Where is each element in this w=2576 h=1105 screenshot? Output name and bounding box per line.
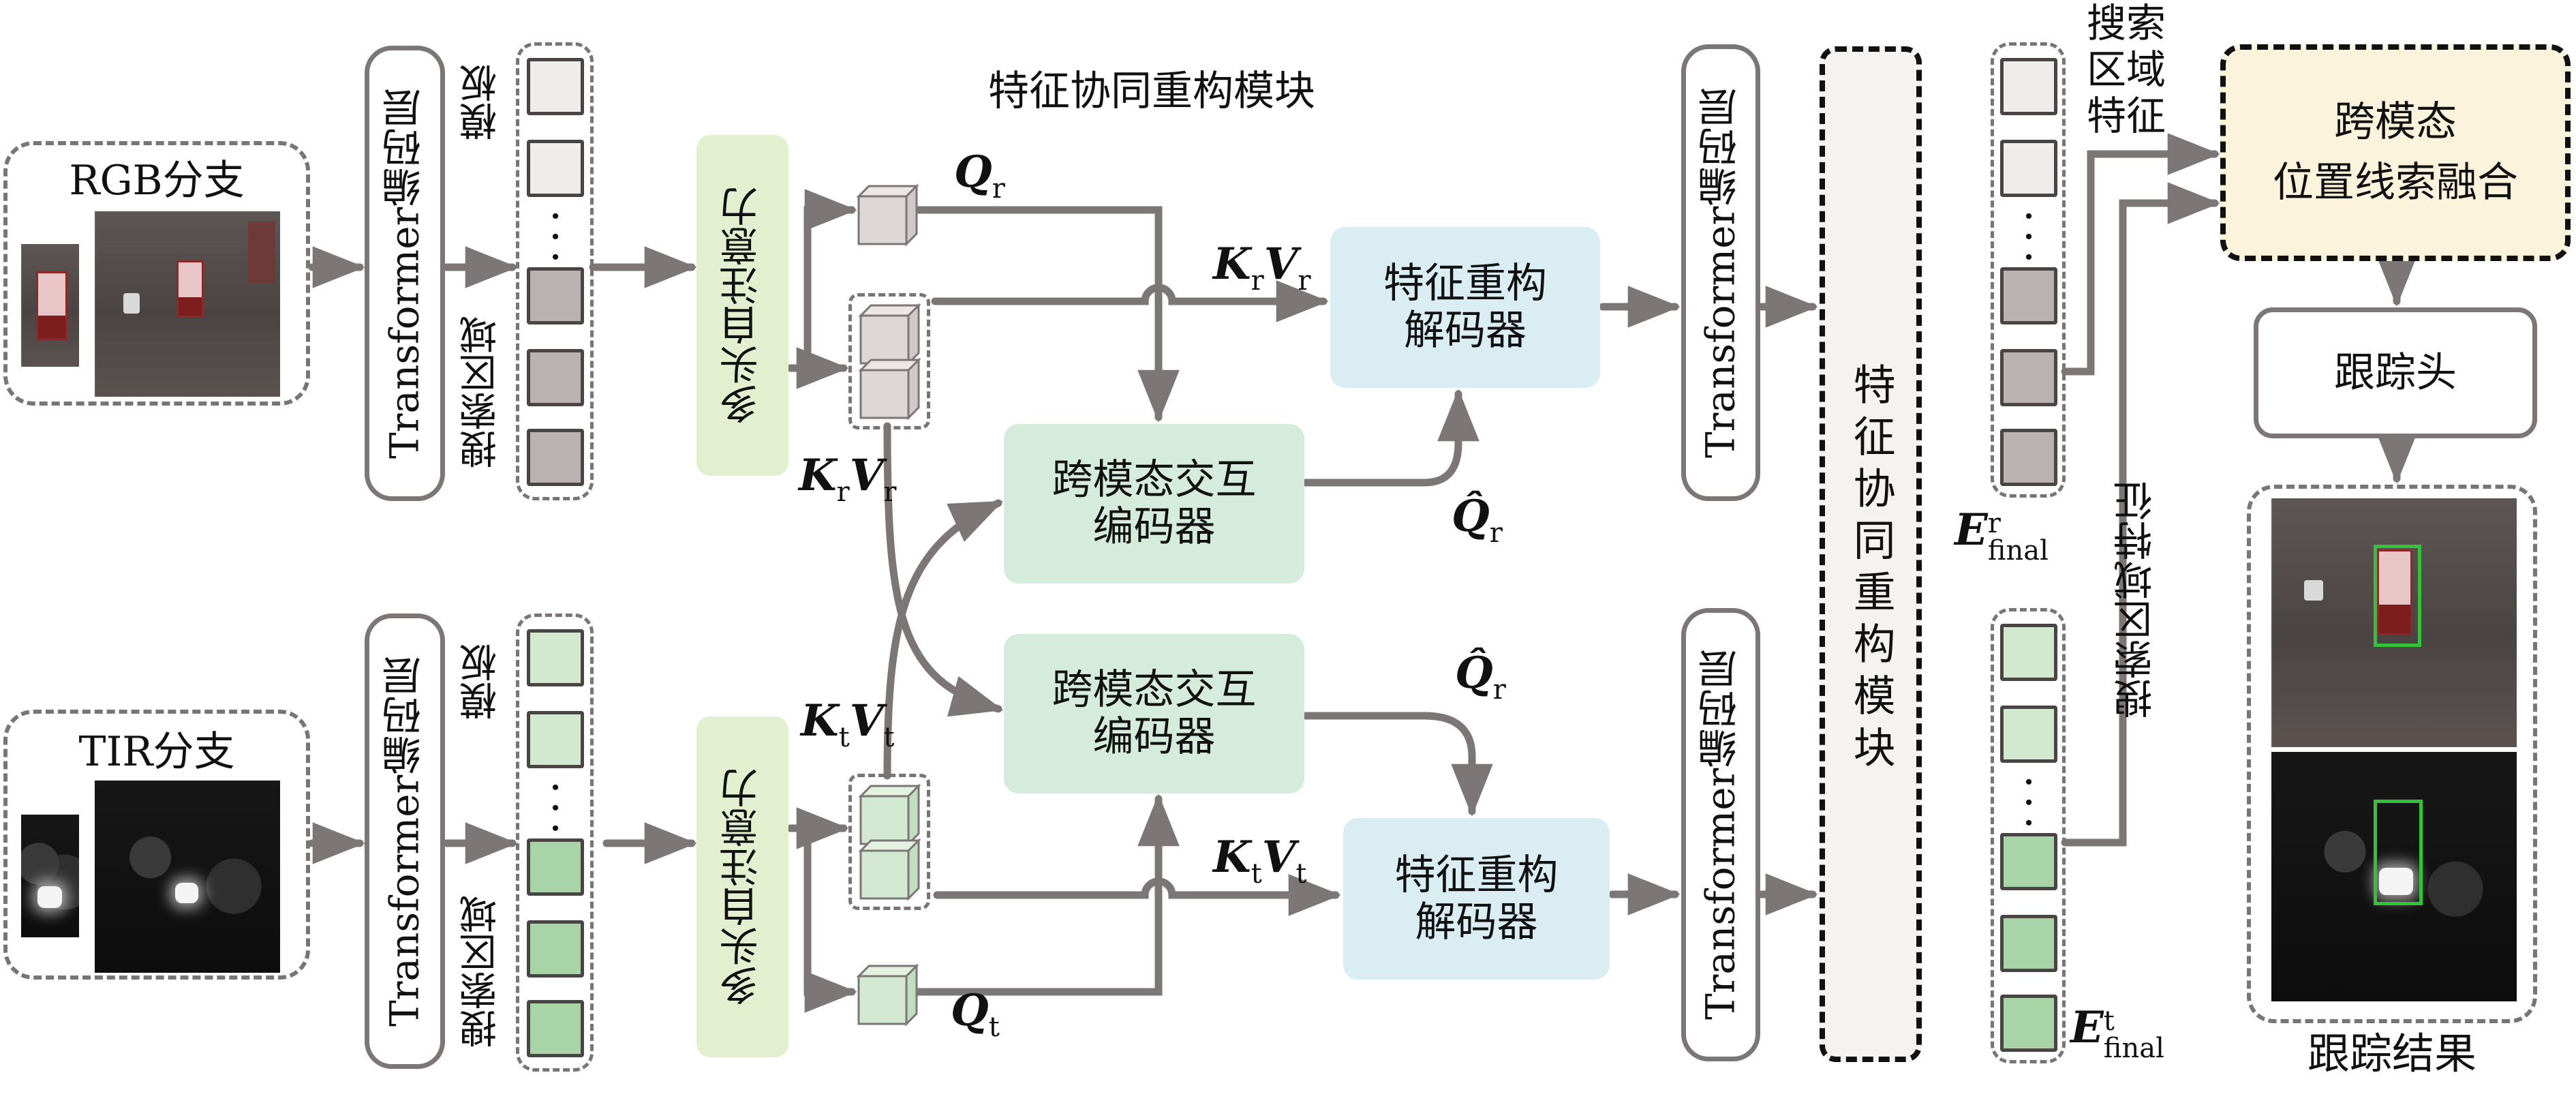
rgb-search-token — [527, 429, 584, 486]
tir-transformer-encoder-layer-2: Transformer编码层 — [1681, 608, 1760, 1061]
label-q-t: Qt — [951, 985, 1000, 1043]
rgb-final-token-column: ··· — [1991, 42, 2066, 498]
arrow-kvt-to-cross-encoder-top — [883, 499, 1003, 780]
arrow-kvt-to-decoder-bottom — [933, 874, 1341, 916]
label-qhat-r-bottom: Q̂r — [1455, 648, 1506, 706]
arrow-kvr-to-cross-encoder-bottom — [883, 422, 1004, 717]
rgb-template-tokens-label: 模板 — [459, 64, 504, 140]
tir-branch-label: TIR分支 — [78, 728, 235, 776]
search-feature-label-vertical: 搜索区域特征 — [2113, 481, 2160, 718]
tir-final-token — [2000, 833, 2057, 890]
ellipsis: ··· — [2023, 199, 2034, 275]
tir-template-image — [21, 815, 79, 937]
arrow-etfinal-to-fusion — [2061, 182, 2220, 847]
label-kv-r-left: KrVr — [799, 450, 897, 508]
rgb-search-tokens-label: 搜索区域 — [459, 316, 504, 468]
ellipsis: ··· — [550, 770, 561, 846]
rgb-final-token — [2000, 140, 2057, 197]
rgb-transformer-encoder-layer: Transformer编码层 — [365, 46, 445, 501]
kv-tir-group — [848, 774, 930, 910]
tracking-bbox-rgb — [2374, 545, 2421, 647]
tir-search-image — [95, 781, 280, 973]
tir-final-token — [2000, 995, 2057, 1052]
arrow-mhsa-to-qr — [786, 189, 857, 372]
rgb-branch-panel: RGB分支 — [3, 141, 310, 406]
tracking-result-tir-image — [2271, 752, 2517, 1001]
label-kv-r-top: KrVr — [1213, 239, 1311, 297]
tir-branch-panel: TIR分支 — [3, 710, 310, 980]
rgb-template-token — [527, 140, 584, 197]
arrow-erfinal-to-fusion — [2061, 133, 2220, 376]
tir-encoder-label: Transformer编码层 — [381, 656, 428, 1027]
tir-token-column: ··· — [516, 614, 594, 1072]
rgb-search-token — [527, 267, 584, 324]
cube-k-tir — [858, 783, 921, 847]
tir-final-token-column: ··· — [1991, 608, 2066, 1063]
rgb-search-image — [95, 211, 280, 397]
tir-search-token — [527, 920, 584, 978]
rgb-branch-label: RGB分支 — [69, 157, 245, 205]
tracking-result-label: 跟踪结果 — [2307, 1029, 2477, 1078]
kv-rgb-group — [848, 293, 930, 429]
rgb-search-token — [527, 349, 584, 406]
ellipsis: ··· — [550, 199, 561, 275]
rgb-final-token — [2000, 58, 2057, 115]
feature-reconstruction-decoder-bottom: 特征重构 解码器 — [1343, 818, 1610, 980]
cube-q-tir — [856, 963, 919, 1027]
tir-final-token — [2000, 624, 2057, 681]
tir-search-token — [527, 838, 584, 896]
module-title: 特征协同重构模块 — [988, 67, 1315, 115]
tracking-results-panel — [2247, 485, 2537, 1023]
tir-transformer-encoder-layer: Transformer编码层 — [365, 614, 445, 1069]
tir-search-tokens-label: 搜索区域 — [459, 895, 504, 1048]
arrow-cross-bottom-to-decoder-bottom — [1302, 712, 1493, 817]
search-feature-label-horizontal: 搜索区域特征 — [2086, 0, 2166, 139]
arrow-qr-to-cross-encoder-top — [902, 206, 1180, 423]
tir-final-token — [2000, 706, 2057, 763]
tir-template-token — [527, 711, 584, 768]
ellipsis: ··· — [2023, 765, 2034, 841]
cross-modal-encoder-bottom: 跨模态交互 编码器 — [1004, 634, 1304, 793]
arrow-kvr-to-decoder-top — [931, 280, 1329, 322]
arrow-qt-to-cross-encoder-bottom — [902, 793, 1180, 996]
label-qhat-r-top: Q̂r — [1452, 491, 1503, 549]
rgb-final-token — [2000, 429, 2057, 486]
cube-v-rgb — [858, 357, 921, 421]
rgb-template-token — [527, 58, 584, 115]
tir-search-token — [527, 1000, 584, 1057]
rgb-token-column: ··· — [516, 42, 594, 500]
label-kv-t-bottom: KtVt — [1213, 832, 1307, 890]
label-kv-t-left: KtVt — [801, 695, 895, 753]
rgb-final-token — [2000, 349, 2057, 406]
rgb-template-image — [21, 244, 79, 367]
rgb-transformer-encoder-layer-2: Transformer编码层 — [1681, 44, 1760, 501]
rgb-final-token — [2000, 267, 2057, 324]
tracking-result-rgb-image — [2271, 498, 2517, 747]
cross-modal-position-cue-fusion: 跨模态 位置线索融合 — [2220, 44, 2571, 261]
tir-final-token — [2000, 915, 2057, 972]
rgb-encoder-label: Transformer编码层 — [381, 88, 428, 459]
cube-k-rgb — [858, 303, 921, 366]
tracking-head: 跟踪头 — [2254, 307, 2537, 438]
middle-reconstruction-module: 特征协同重构模块 — [1820, 46, 1922, 1062]
mhsa-block-tir: 多头自注意力 — [696, 716, 788, 1057]
arrow-mhsa-bottom-to-qt — [786, 824, 857, 1013]
cross-modal-encoder-top: 跨模态交互 编码器 — [1004, 424, 1304, 584]
feature-reconstruction-decoder-top: 特征重构 解码器 — [1330, 227, 1600, 388]
tir-template-tokens-label: 模板 — [459, 644, 504, 720]
arrow-cross-top-to-decoder-top — [1302, 389, 1479, 487]
mhsa-block-rgb: 多头自注意力 — [696, 135, 788, 476]
cube-q-rgb — [856, 183, 919, 247]
tir-template-token — [527, 629, 584, 686]
label-q-r: Qr — [954, 147, 1005, 205]
cube-v-tir — [858, 838, 921, 901]
tracking-bbox-tir — [2374, 800, 2423, 905]
